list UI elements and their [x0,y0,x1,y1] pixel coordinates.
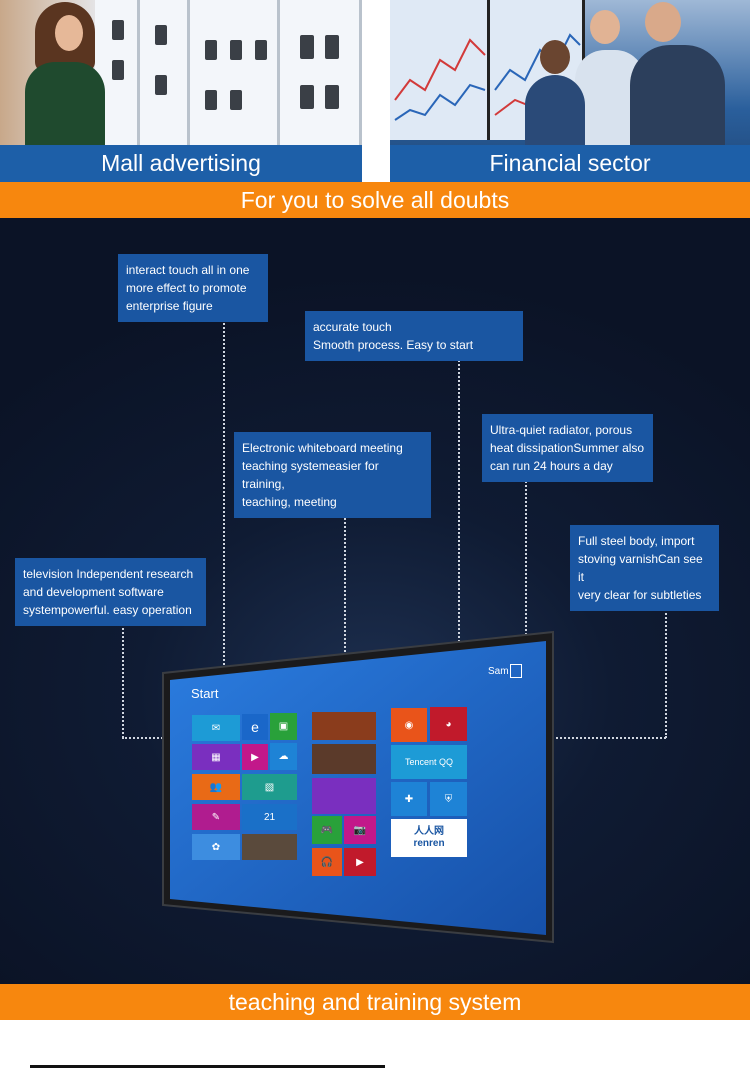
weather-tile[interactable]: ☁ [270,743,297,770]
start-label: Start [191,686,219,701]
store-tile[interactable]: ▣ [270,713,297,740]
interact-touch-callout: interact touch all in one more effect to… [118,254,268,322]
bing-tile[interactable] [312,744,376,774]
financial-sector-caption: Financial sector [390,145,750,182]
phone-display [112,60,124,80]
mall-advertising-caption: Mall advertising [0,145,362,182]
analyst-head [540,40,570,74]
picture-tile[interactable]: ▧ [242,774,297,800]
analyst-body [525,75,585,155]
phone-display [255,40,267,60]
analyst-head [645,2,681,42]
people-tile[interactable]: 👥 [192,774,240,800]
phone-display [325,85,339,109]
renren-en-label: renren [413,838,445,849]
phone-display [205,90,217,110]
user-name: Sam [488,666,509,677]
clock-tile[interactable]: 21 [242,804,297,830]
bottom-divider-line [30,1065,385,1068]
phone-display [300,85,314,109]
teaching-training-banner: teaching and training system [0,984,750,1020]
weibo-tile[interactable]: ◉ [391,708,427,742]
phone-display [112,20,124,40]
video-tile[interactable]: ▶ [344,848,376,876]
connector-line [122,737,182,739]
feature-section: interact touch all in one more effect to… [0,218,750,984]
mall-advertising-photo [0,0,362,182]
photos-tile[interactable]: ▶ [242,744,268,770]
analyst-body [630,45,725,155]
green-app-tile[interactable]: ✚ [391,782,427,816]
user-avatar-icon [510,664,522,678]
phone-display [230,40,242,60]
phone-display [205,40,217,60]
phone-display [300,35,314,59]
shield-icon[interactable]: ⛨ [430,782,467,816]
shopper-body [25,62,105,152]
doubts-banner: For you to solve all doubts [0,182,750,218]
desktop-tile[interactable]: ✿ [192,834,240,860]
analyst-head [590,10,620,44]
travel-tile[interactable] [312,712,376,740]
calendar-tile[interactable]: ▦ [192,744,240,770]
phone-display [155,25,167,45]
phone-display [325,35,339,59]
connector-line [525,478,527,654]
stock-chart-graphic [394,38,486,121]
renren-cn-label: 人人网 [414,826,444,837]
connector-line [468,737,666,739]
television-callout: television Independent research and deve… [15,558,206,626]
connector-line [458,360,460,642]
whiteboard-callout: Electronic whiteboard meeting teaching s… [234,432,431,518]
phone-display [155,75,167,95]
radiator-callout: Ultra-quiet radiator, porous heat dissip… [482,414,653,482]
phone-wall-panel [280,0,362,150]
messaging-tile[interactable]: ✎ [192,804,240,830]
tencent-qq-tile[interactable]: Tencent QQ [391,745,467,779]
steel-body-callout: Full steel body, import stoving varnishC… [570,525,719,611]
qq-penguin-tile[interactable]: ◕ [430,707,467,741]
news-tile[interactable] [312,778,376,814]
music-tile[interactable]: 🎧 [312,848,342,876]
stock-chart-screen [390,0,490,140]
tencent-qq-label: Tencent QQ [404,757,454,767]
accurate-touch-callout: accurate touch Smooth process. Easy to s… [305,311,523,361]
camera-tile[interactable]: 📷 [344,816,376,844]
connector-line [344,494,346,680]
ie-tile[interactable]: e [242,714,268,740]
connector-line [665,590,667,738]
news-photo-tile[interactable] [242,834,297,860]
phone-display [230,90,242,110]
shopper-face [55,15,83,51]
photo-divider [362,0,390,182]
renren-tile[interactable]: 人人网 renren [391,819,467,857]
connector-line [122,623,124,738]
mail-tile[interactable]: ✉ [192,715,240,741]
connector-line [223,320,225,696]
phone-wall-panel [190,0,280,150]
games-tile[interactable]: 🎮 [312,816,342,844]
